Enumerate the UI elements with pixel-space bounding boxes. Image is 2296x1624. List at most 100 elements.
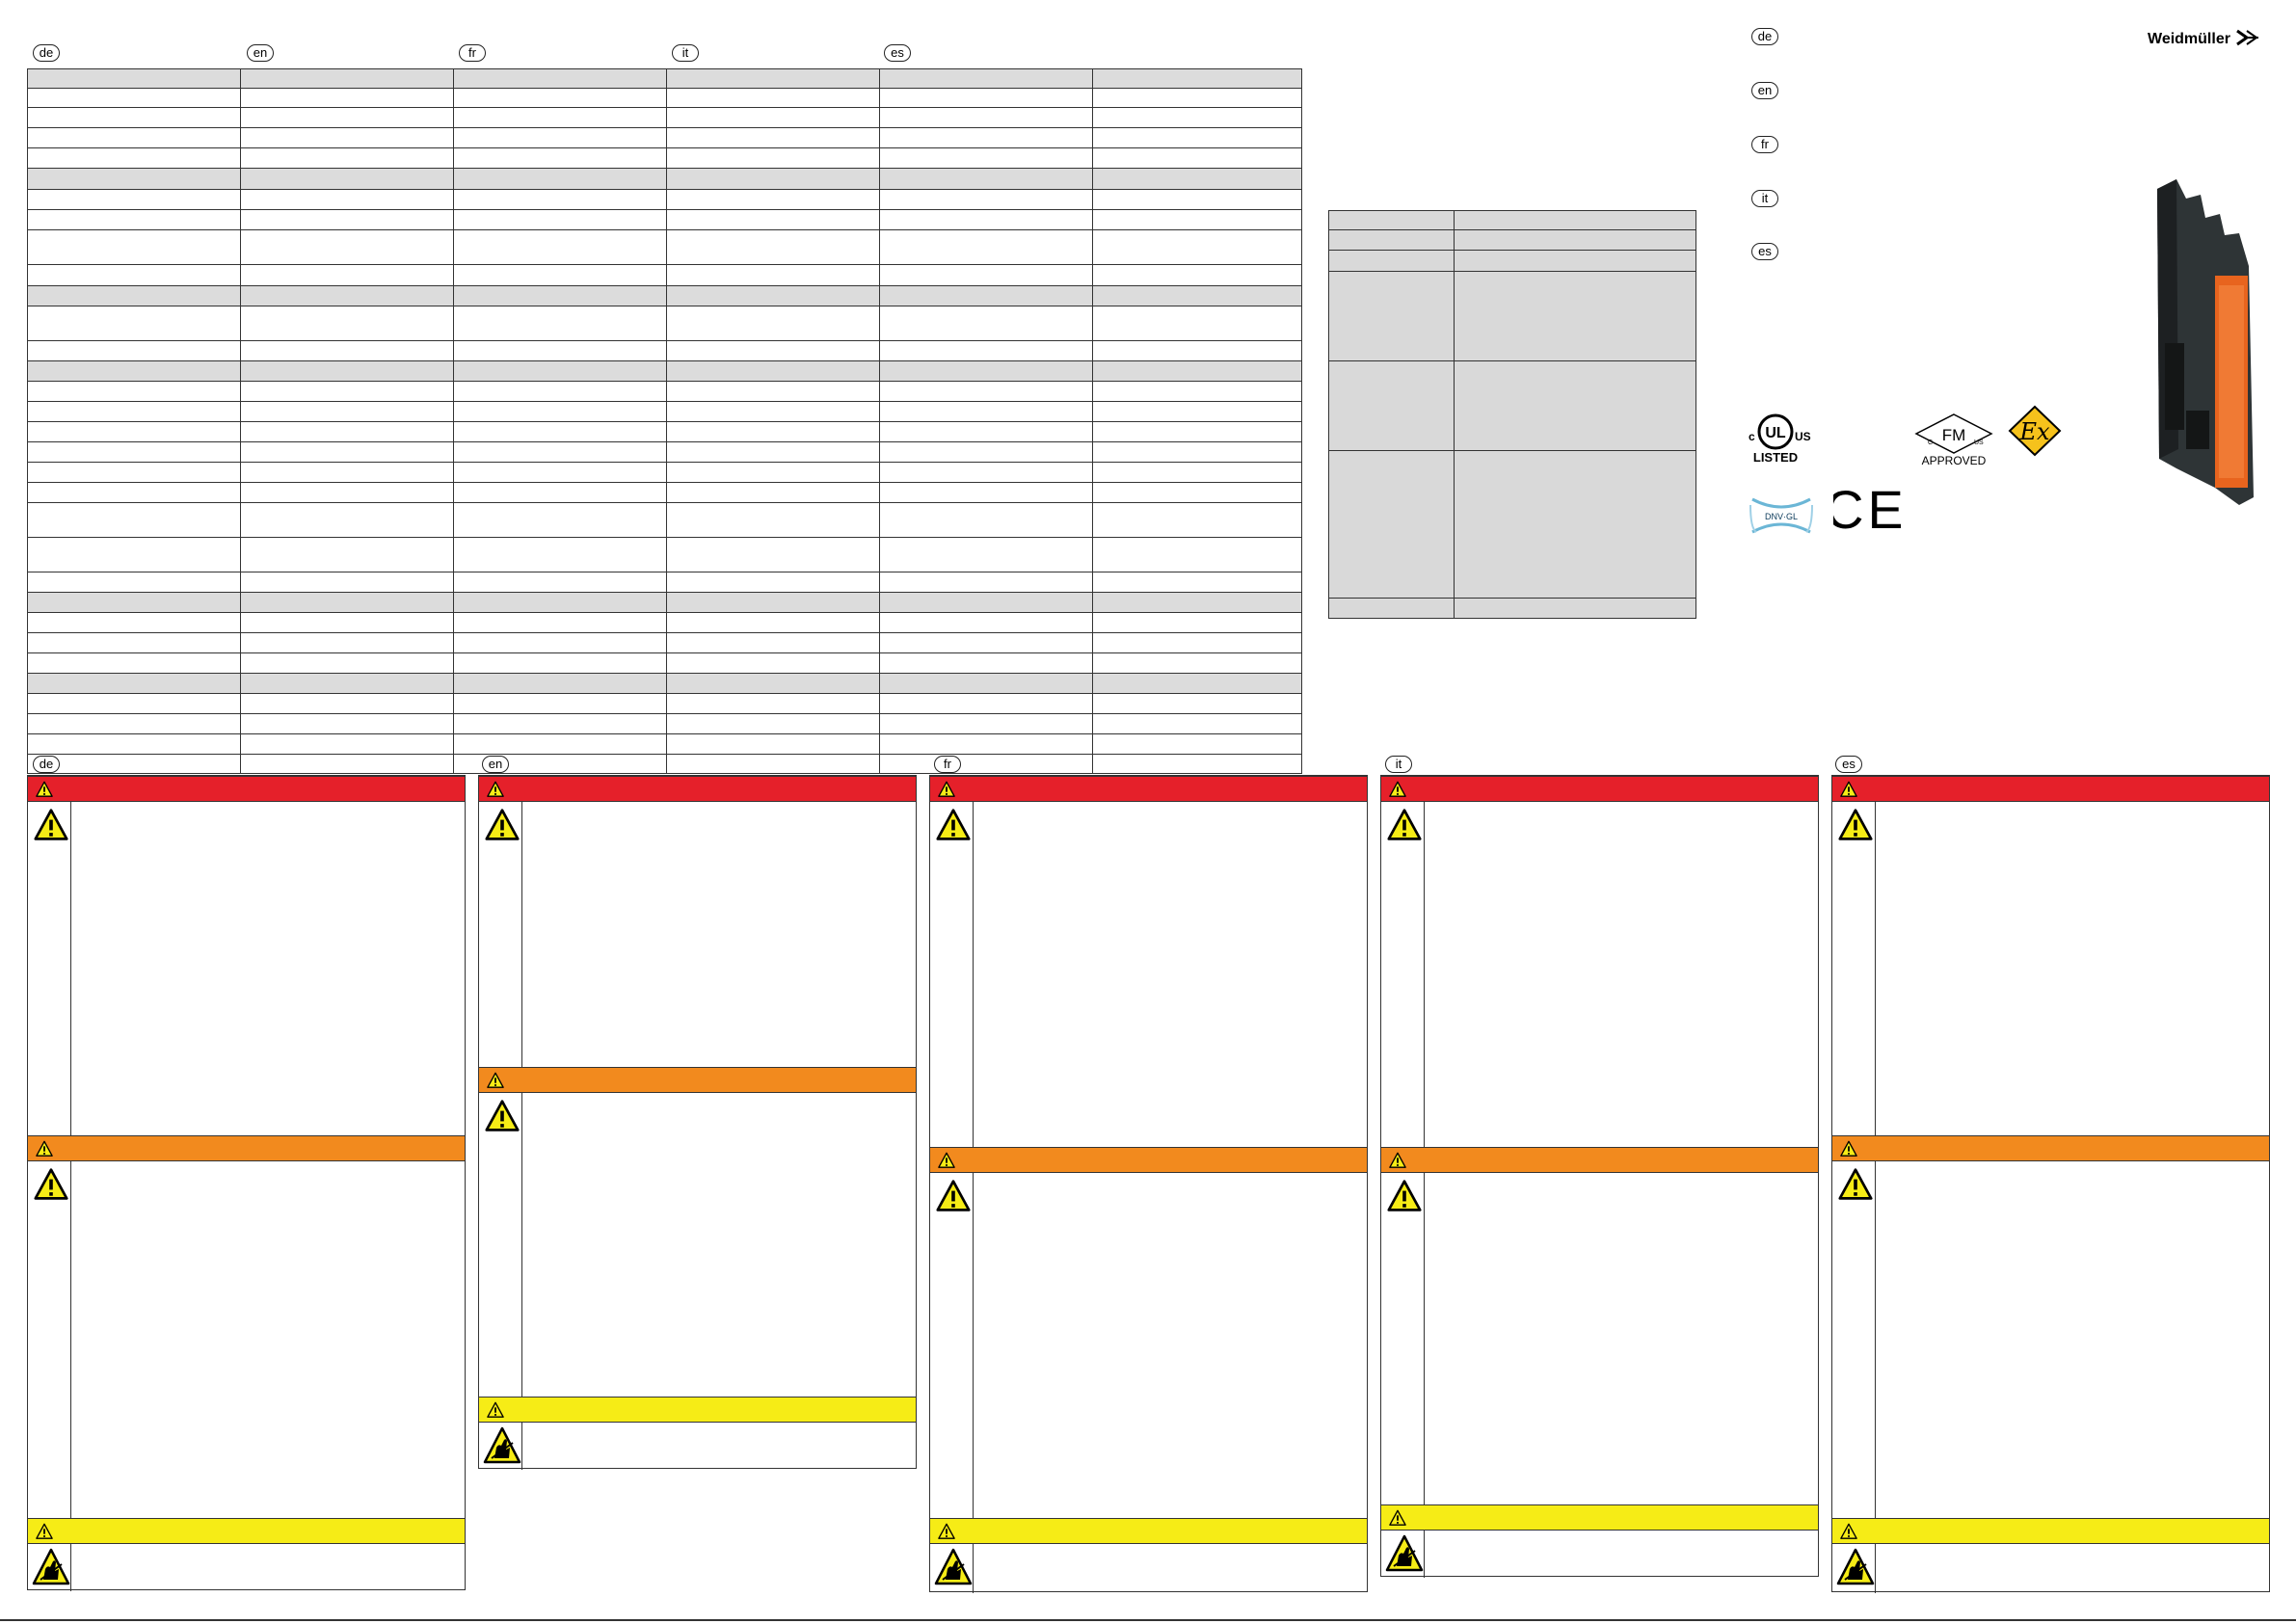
warning-triangle-icon — [34, 1168, 68, 1200]
table-cell — [666, 754, 880, 774]
warning-triangle-icon — [34, 809, 68, 840]
table-cell — [879, 147, 1093, 169]
warning-triangle-icon — [1840, 781, 1857, 797]
safety-lang-fr: fr — [934, 756, 961, 773]
warning-band — [479, 1067, 916, 1093]
fm-letters: FM — [1942, 426, 1966, 444]
warning-triangle-icon — [1387, 809, 1422, 840]
lang-badge-es: es — [884, 44, 911, 62]
table-cell — [240, 88, 454, 108]
warning-triangle-icon — [485, 809, 520, 840]
table-cell — [666, 189, 880, 210]
table-cell — [1092, 340, 1302, 361]
table-cell — [666, 147, 880, 169]
table-cell — [1092, 285, 1302, 306]
table-cell — [879, 264, 1093, 286]
esd-note-body — [28, 1544, 465, 1591]
fm-us: US — [1974, 439, 1984, 446]
table-cell — [27, 68, 241, 89]
table-row — [27, 147, 1302, 169]
table-cell — [240, 107, 454, 128]
technical-data-table — [27, 68, 1302, 774]
table-row — [1328, 250, 1696, 272]
table-cell — [1092, 107, 1302, 128]
table-cell — [1454, 250, 1696, 272]
table-cell — [240, 713, 454, 734]
table-row — [1328, 450, 1696, 599]
table-cell — [240, 264, 454, 286]
note-icon-cell — [28, 802, 71, 1135]
warning-triangle-icon — [36, 781, 53, 797]
table-row — [27, 421, 1302, 442]
table-cell — [27, 401, 241, 422]
table-cell — [240, 285, 454, 306]
table-cell — [27, 264, 241, 286]
table-cell — [453, 441, 667, 463]
table-row — [27, 306, 1302, 341]
note-icon-cell — [1832, 1544, 1876, 1593]
caution-band — [1381, 1504, 1818, 1531]
table-cell — [27, 632, 241, 653]
table-cell — [453, 381, 667, 402]
table-cell — [27, 733, 241, 755]
table-row — [27, 189, 1302, 210]
table-cell — [1092, 537, 1302, 572]
table-row — [27, 502, 1302, 538]
esd-note-body — [479, 1423, 916, 1470]
esd-note-body — [1381, 1531, 1818, 1578]
table-cell — [666, 340, 880, 361]
table-cell — [240, 673, 454, 694]
safety-lang-it: it — [1385, 756, 1412, 773]
safety-note-body — [1832, 1161, 2269, 1518]
table-cell — [879, 107, 1093, 128]
warning-triangle-icon — [1389, 781, 1406, 797]
table-row — [27, 733, 1302, 755]
table-cell — [666, 168, 880, 190]
warning-triangle-icon — [936, 809, 971, 840]
safety-lang-en: en — [482, 756, 509, 773]
table-cell — [666, 306, 880, 341]
ul-c: c — [1749, 430, 1755, 443]
warning-triangle-icon — [36, 1523, 53, 1539]
note-icon-cell — [479, 802, 522, 1067]
table-cell — [666, 360, 880, 382]
safety-note-body — [930, 1173, 1367, 1518]
table-row — [1328, 210, 1696, 230]
fm-approved-label: APPROVED — [1922, 454, 1987, 466]
table-cell — [27, 189, 241, 210]
table-cell — [1092, 482, 1302, 503]
safety-column-es — [1831, 775, 2270, 1593]
table-cell — [27, 360, 241, 382]
table-cell — [1092, 147, 1302, 169]
table-cell — [240, 381, 454, 402]
table-section-row — [27, 285, 1302, 306]
table-cell — [1454, 598, 1696, 619]
table-cell — [666, 264, 880, 286]
table-row — [27, 652, 1302, 674]
table-cell — [453, 572, 667, 593]
table-cell — [240, 229, 454, 265]
table-cell — [27, 107, 241, 128]
note-icon-cell — [28, 1544, 71, 1591]
table-cell — [453, 306, 667, 341]
safety-column-en — [478, 775, 917, 1470]
table-cell — [27, 673, 241, 694]
table-cell — [879, 401, 1093, 422]
safety-note-body — [479, 1093, 916, 1397]
table-cell — [1092, 441, 1302, 463]
table-cell — [240, 733, 454, 755]
table-cell — [666, 632, 880, 653]
caution-band — [479, 1397, 916, 1423]
table-cell — [1092, 168, 1302, 190]
table-cell — [879, 482, 1093, 503]
ul-letters: UL — [1765, 425, 1786, 441]
table-row — [27, 127, 1302, 148]
table-cell — [240, 127, 454, 148]
table-row — [27, 537, 1302, 572]
table-cell — [27, 421, 241, 442]
table-cell — [666, 733, 880, 755]
table-cell — [879, 572, 1093, 593]
table-cell — [1092, 652, 1302, 674]
warning-triangle-icon — [1838, 809, 1873, 840]
danger-band — [930, 776, 1367, 802]
